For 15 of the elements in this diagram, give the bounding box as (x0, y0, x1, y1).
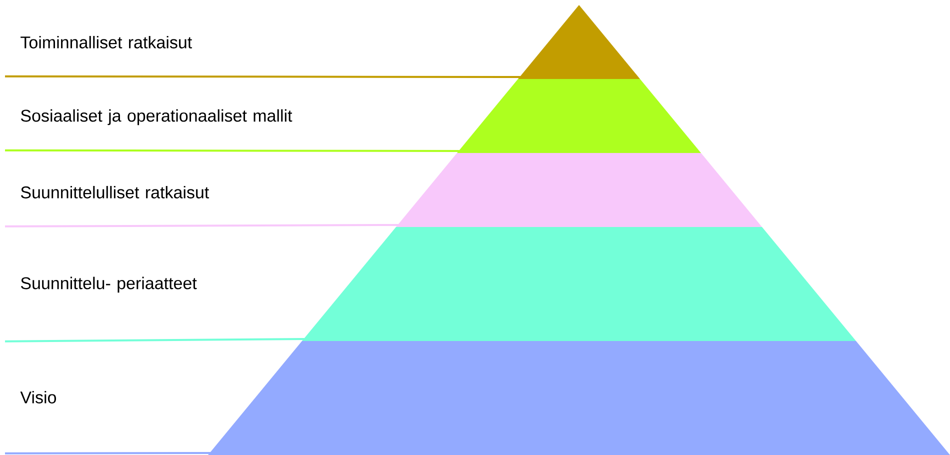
leader-line (5, 224, 398, 228)
pyramid-layer (518, 5, 640, 79)
layer-label: Sosiaaliset ja operationaaliset mallit (20, 109, 292, 126)
layer-label: Suunnittelu- periaatteet (20, 276, 197, 293)
layer-label: Suunnittelulliset ratkaisut (20, 186, 210, 198)
leader-line (5, 75, 520, 78)
leader-line (5, 452, 210, 454)
pyramid-layer (457, 79, 701, 153)
layer-label: Visio (20, 390, 56, 404)
pyramid-layer (302, 227, 856, 341)
pyramid-layer (396, 153, 762, 227)
layer-label: Toiminnalliset ratkaisut (20, 36, 192, 48)
leader-line (5, 149, 460, 152)
pyramid-layer (208, 341, 950, 455)
leader-line (5, 338, 304, 342)
